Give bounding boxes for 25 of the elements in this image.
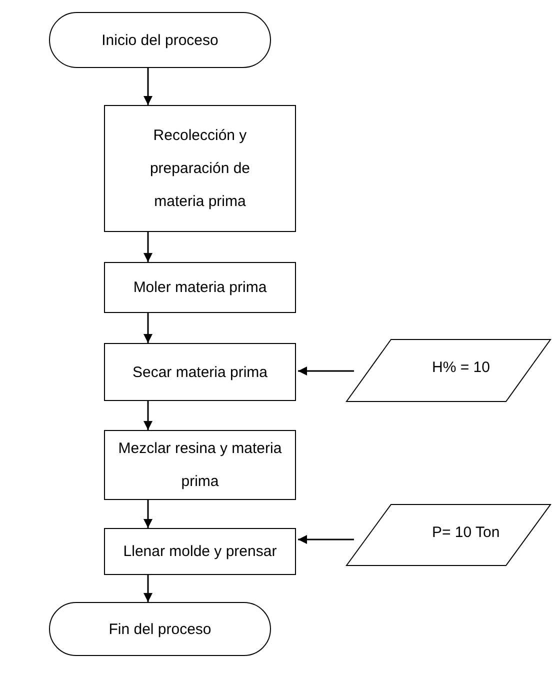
- node-label: Secar materia prima: [131, 362, 269, 382]
- input-parallelogram: [346, 504, 551, 566]
- process-box: [104, 430, 296, 500]
- node-label: Mezclar resina y materia prima: [117, 439, 283, 492]
- process-box: [104, 343, 296, 401]
- node-label: Moler materia prima: [132, 278, 268, 298]
- node-label: Fin del proceso: [108, 620, 212, 640]
- arrow: [144, 68, 152, 105]
- arrow: [144, 575, 152, 602]
- node-label: H% = 10: [431, 358, 491, 378]
- arrow: [298, 535, 354, 544]
- arrow: [144, 313, 152, 343]
- node-label: Recolección y preparación de materia prima: [148, 126, 252, 212]
- arrow: [144, 401, 152, 430]
- arrow: [298, 366, 354, 376]
- input-parallelogram: [346, 339, 551, 402]
- node-label: Llenar molde y prensar: [122, 542, 278, 562]
- process-box: [104, 528, 296, 575]
- arrow: [144, 500, 152, 528]
- process-box: [104, 262, 296, 313]
- process-box: [104, 105, 296, 232]
- arrow: [144, 232, 152, 262]
- node-label: P= 10 Ton: [431, 523, 501, 543]
- node-label: Inicio del proceso: [100, 30, 220, 50]
- terminal-shape: [49, 602, 271, 656]
